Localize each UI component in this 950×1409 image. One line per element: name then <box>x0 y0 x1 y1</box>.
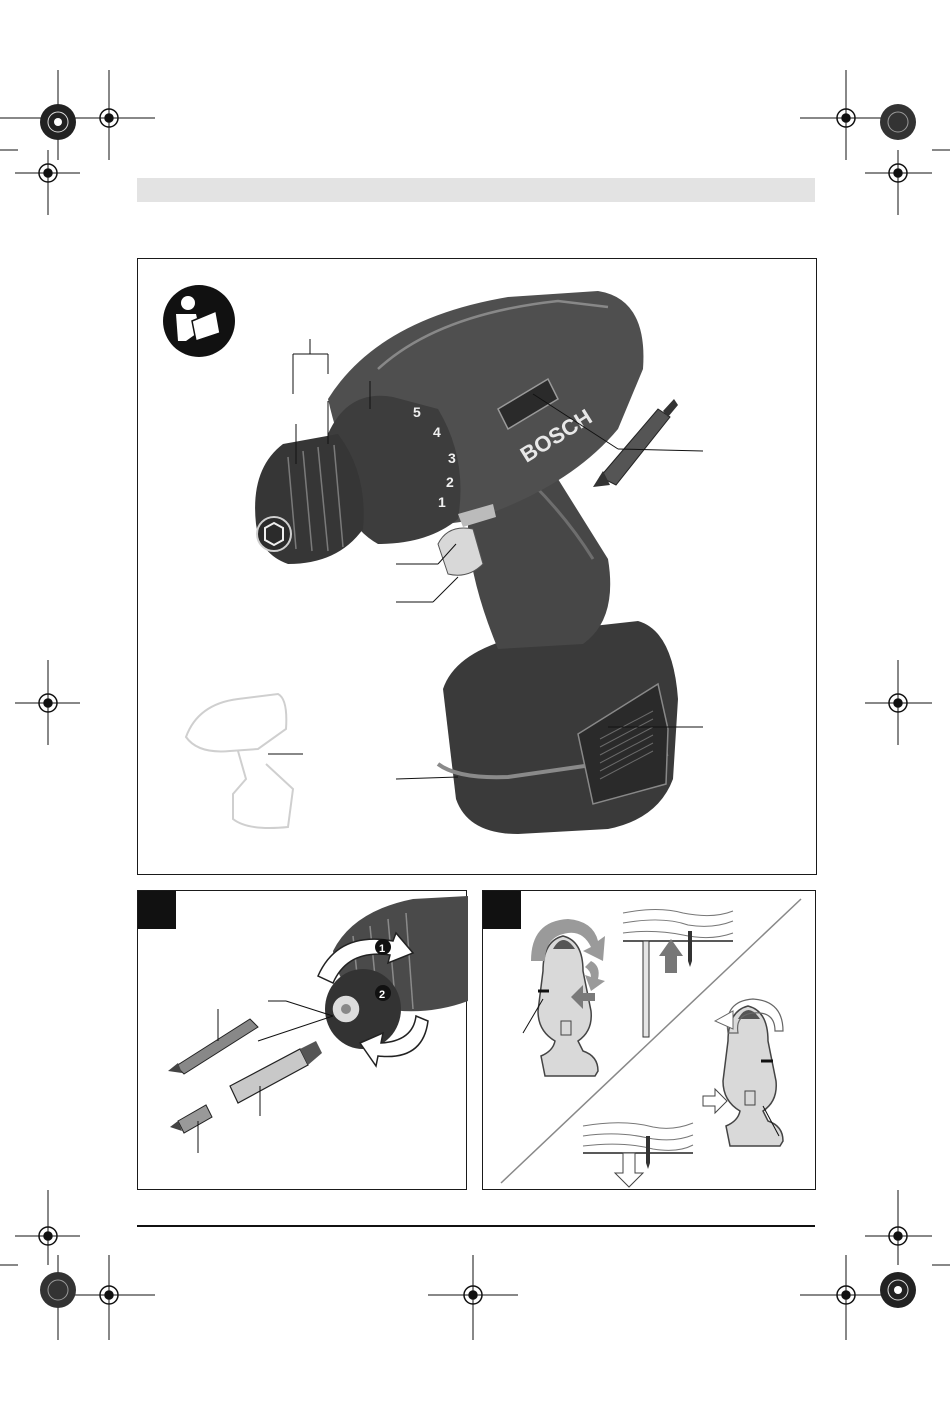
screw-up <box>688 931 692 967</box>
push-arrow-icon <box>659 939 683 973</box>
drill-bit-vertical <box>643 941 649 1037</box>
footer-rule <box>137 1225 815 1227</box>
header-bar <box>137 178 815 202</box>
torque-label-1: 1 <box>438 494 446 510</box>
main-figure: BOSCH 1 2 3 4 5 <box>137 258 817 875</box>
figure-2-bit-insertion: 1 2 <box>137 890 467 1190</box>
torque-label-3: 3 <box>448 450 456 466</box>
workpiece-reverse <box>583 1123 693 1151</box>
rotation-illustration <box>483 891 817 1191</box>
step-2-label: 2 <box>379 989 385 1001</box>
ghost-drill <box>186 694 293 828</box>
figure-3-rotation-direction <box>482 890 816 1190</box>
torque-label-5: 5 <box>413 404 421 420</box>
read-manual-icon <box>163 285 235 357</box>
double-ended-bit <box>168 1019 258 1074</box>
push-arrow-icon <box>703 1089 727 1113</box>
drill-illustration: BOSCH 1 2 3 4 5 <box>138 259 818 876</box>
step-1-label: 1 <box>379 943 385 955</box>
screwdriver-bit-short <box>170 1105 212 1133</box>
workpiece-forward <box>623 910 733 938</box>
push-arrow-icon <box>615 1153 643 1187</box>
torque-label-2: 2 <box>446 474 454 490</box>
universal-bit-holder <box>230 1041 322 1103</box>
drill-rear-view-forward <box>538 936 598 1076</box>
torque-label-4: 4 <box>433 424 441 440</box>
screw-down <box>646 1136 650 1169</box>
bit-insertion-illustration: 1 2 <box>138 891 468 1191</box>
